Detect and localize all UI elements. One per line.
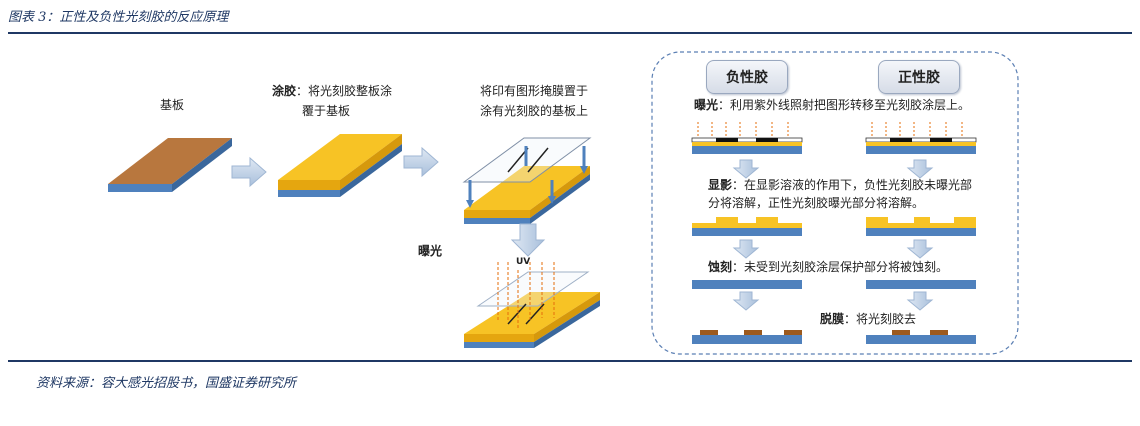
step-exposure-title: 曝光	[694, 98, 719, 112]
negative-strip-stack	[692, 330, 802, 344]
negative-etch-stack	[692, 280, 802, 289]
exposure-label: 曝光	[418, 244, 443, 258]
step-etch-desc: ：未受到光刻胶涂层保护部分将被蚀刻。	[732, 260, 949, 274]
step-etch-title: 蚀刻	[708, 260, 733, 274]
right-panel-frame	[651, 51, 1019, 355]
mask-desc: 将印有图形掩膜置于	[480, 84, 589, 98]
uv-label: UV	[516, 257, 531, 267]
negative-develop-stack	[692, 217, 802, 236]
negative-resist-tag: 负性胶	[706, 60, 788, 94]
coating-title: 涂胶	[272, 84, 297, 98]
figure-caption: 图表 3：正性及负性光刻胶的反应原理	[8, 10, 229, 25]
positive-exposure-stack	[865, 122, 977, 154]
positive-strip-stack	[866, 330, 976, 344]
coating-desc-2: 覆于基板	[302, 104, 351, 118]
bottom-rule	[8, 360, 1132, 362]
step-develop-desc-2: 分将溶解，正性光刻胶曝光部分将溶解。	[708, 196, 925, 210]
top-rule	[8, 32, 1132, 34]
step-strip: 脱膜：将光刻胶去	[820, 310, 916, 329]
bare-substrate	[108, 138, 232, 192]
substrate-label: 基板	[160, 98, 185, 112]
right-arrows	[732, 159, 934, 311]
positive-resist-tag: 正性胶	[878, 60, 960, 94]
mask-over-substrate	[462, 137, 592, 224]
mask-desc-2: 涂有光刻胶的基板上	[480, 104, 589, 118]
step-develop-title: 显影	[708, 178, 733, 192]
step-strip-title: 脱膜	[820, 312, 845, 326]
coated-substrate	[278, 134, 402, 197]
step-develop-desc: ：在显影溶液的作用下，负性光刻胶未曝光部	[732, 178, 973, 192]
coating-desc: ：将光刻胶整板涂	[296, 84, 393, 98]
arrow-down	[510, 223, 546, 257]
positive-etch-stack	[866, 280, 976, 289]
negative-exposure-stack	[691, 122, 803, 154]
source-note: 资料来源：容大感光招股书，国盛证券研究所	[36, 376, 297, 391]
arrow-right-2	[403, 146, 439, 178]
step-develop: 显影：在显影溶液的作用下，负性光刻胶未曝光部	[708, 176, 972, 195]
arrow-right-1	[231, 156, 267, 188]
step-strip-desc: ：将光刻胶去	[844, 312, 917, 326]
step-exposure-desc: ：利用紫外线照射把图形转移至光刻胶涂层上。	[718, 98, 971, 112]
step-etch: 蚀刻：未受到光刻胶涂层保护部分将被蚀刻。	[708, 258, 948, 277]
step-exposure: 曝光：利用紫外线照射把图形转移至光刻胶涂层上。	[694, 96, 970, 115]
uv-exposure	[464, 262, 600, 348]
coating-label: 涂胶：将光刻胶整板涂	[272, 82, 392, 101]
positive-develop-stack	[866, 217, 976, 236]
